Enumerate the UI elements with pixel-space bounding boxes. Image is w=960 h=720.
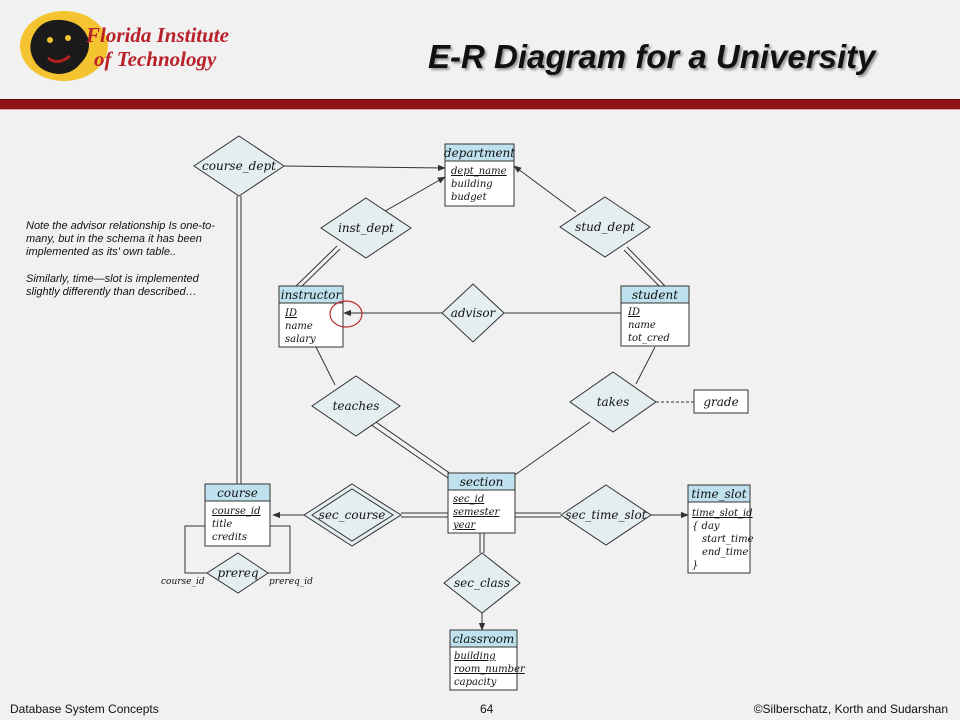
teaches-to-section-line-a [372,419,452,475]
entity-course[interactable]: course course_id title credits [204,483,271,547]
entity-attribute: tot_cred [628,333,670,344]
note-paragraph-time-slot: Similarly, time—slot is implemented slig… [26,272,199,298]
grade-label: grade [703,395,738,409]
prereq-course-id-line [184,525,207,574]
entity-time-slot[interactable]: time_slot time_slot_id { day start_time … [687,484,754,574]
takes-to-section-line [511,421,591,478]
entity-classroom[interactable]: classroom building room_number capacity [449,629,526,691]
entity-attribute: credits [212,532,247,543]
entity-header: student [632,288,678,302]
entity-attribute: end_time [702,547,748,558]
entity-attribute: { day [692,521,720,532]
role-label-prereq-id: prereq_id [269,577,313,587]
relationship-label: course_dept [202,159,276,173]
entity-attribute: } [692,560,698,571]
panther-mouth-icon [47,54,71,63]
relationship-inst-dept[interactable]: inst_dept [320,197,412,259]
relationship-course-dept[interactable]: course_dept [193,135,285,197]
stud-dept-to-student-line-b [623,249,663,290]
note-text-box: Note the advisor relationship Is one-to-… [26,220,226,312]
fit-logo: Florida Institute of Technology [20,11,229,81]
entity-instructor[interactable]: instructor ID name salary [278,285,344,348]
relationship-advisor[interactable]: advisor [441,283,505,343]
panther-eye-icon [65,35,71,41]
footer-course-name: Database System Concepts [10,702,159,716]
relationship-label: takes [597,395,630,409]
relationship-label: prereq [217,566,258,580]
teaches-to-section-line-b [369,423,449,479]
entity-header: department [444,146,515,160]
relationship-label: inst_dept [338,221,394,235]
inst-dept-to-department-line [379,176,446,215]
prereq-prereq-id-line [268,525,291,574]
entity-attribute: dept_name [451,166,507,177]
footer-copyright: ©Silberschatz, Korth and Sudarshan [753,702,948,716]
panther-head-icon [30,19,89,74]
entity-student[interactable]: student ID name tot_cred [620,285,690,347]
entity-header: section [460,475,504,489]
advisor-highlight-circle [329,300,363,328]
entity-attribute: building [454,651,496,662]
entity-attribute: room_number [454,664,526,675]
entity-section[interactable]: section sec_id semester year [447,472,516,534]
entity-header: time_slot [691,487,746,501]
stud-dept-to-student-line-a [626,246,666,287]
relationship-stud-dept[interactable]: stud_dept [559,196,651,258]
entity-attribute: sec_id [453,494,484,505]
entity-attribute: salary [285,334,316,345]
entity-header: course [217,486,258,500]
takes-to-student-line [635,346,656,385]
entity-attribute: name [285,321,313,332]
relationship-teaches[interactable]: teaches [311,375,401,437]
role-label-course-id: course_id [161,577,205,587]
relationship-label: sec_class [454,576,510,590]
relationship-takes[interactable]: takes [569,371,657,433]
relationship-label: teaches [333,399,380,413]
teaches-to-instructor-line [315,346,336,386]
relationship-sec-time-slot[interactable]: sec_time_slot [560,484,652,546]
inst-dept-to-instructor-line-a [295,245,338,287]
entity-attribute: ID [627,307,640,318]
inst-dept-to-instructor-line-b [298,248,341,290]
attribute-box-grade[interactable]: grade [693,389,749,414]
panther-eye-icon [47,37,53,43]
note-paragraph-advisor: Note the advisor relationship Is one-to-… [26,220,215,259]
relationship-label: stud_dept [575,220,635,234]
entity-attribute: name [628,320,656,331]
entity-header: classroom [453,632,515,646]
connector-lines [184,164,694,631]
relationship-sec-class[interactable]: sec_class [443,552,521,614]
entity-attribute: start_time [702,534,754,545]
relationship-label: advisor [451,306,497,320]
course-dept-to-department-line [283,164,446,172]
logo-text-line2: of Technology [94,47,217,71]
logo-text-line1: Florida Institute [85,23,229,47]
footer-page-number: 64 [480,702,494,716]
stud-dept-to-department-line [513,165,577,213]
entity-attribute: year [452,520,477,531]
entity-attribute: time_slot_id [692,508,753,519]
entity-attribute: semester [453,507,501,518]
title-divider-bar [0,99,960,110]
entity-attribute: course_id [212,506,261,517]
entity-attribute: building [451,179,493,190]
entity-attribute: title [212,519,232,530]
relationship-label: sec_time_slot [565,508,646,522]
er-diagram: course_dept inst_dept stud_dept advisor … [161,135,754,691]
relationship-sec-course[interactable]: sec_course [303,483,402,547]
entity-header: instructor [281,288,343,302]
relationship-label: sec_course [319,508,386,522]
entity-attribute: ID [284,308,297,319]
entity-attribute: budget [451,192,488,203]
relationship-prereq[interactable]: prereq [206,552,269,594]
entity-attribute: capacity [454,677,497,688]
entity-department[interactable]: department dept_name building budget [444,143,515,207]
slide-title: E-R Diagram for a University [428,38,876,75]
